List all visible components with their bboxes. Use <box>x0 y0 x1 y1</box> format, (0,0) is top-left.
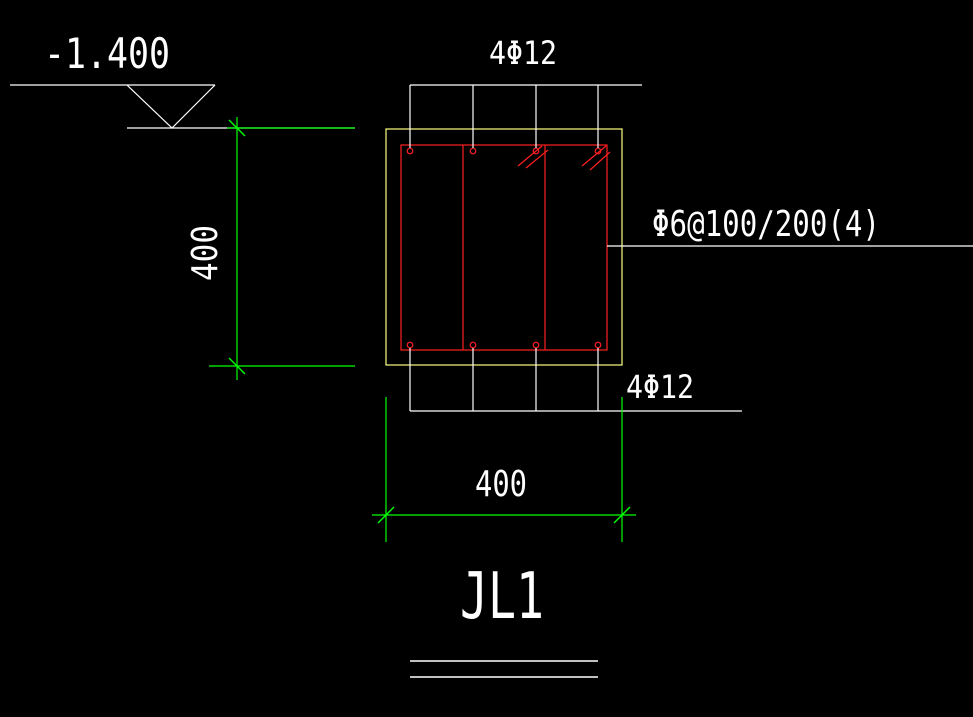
stirrup-leader: Φ6@100/200(4) <box>607 204 973 247</box>
stirrup-group <box>400 144 611 351</box>
width-tick-right <box>613 506 631 524</box>
bottom-rebar-label: 4Φ12 <box>626 368 694 406</box>
section-title: JL1 <box>460 560 544 634</box>
section-title-block: JL1 <box>410 560 598 678</box>
rebar-group <box>406 147 602 349</box>
height-dimension-label: 400 <box>185 225 226 281</box>
height-tick-bottom <box>228 357 246 375</box>
top-rebar-leader: 4Φ12 <box>409 34 642 148</box>
stirrup-hook-2 <box>525 149 549 169</box>
top-rebar-label: 4Φ12 <box>489 34 557 72</box>
width-tick-left <box>377 506 395 524</box>
bottom-rebar-3 <box>532 341 540 349</box>
bottom-rebar-2 <box>469 341 477 349</box>
top-rebar-4 <box>594 147 602 155</box>
width-dimension-label: 400 <box>475 464 527 505</box>
stirrup-label: Φ6@100/200(4) <box>652 204 880 245</box>
outer-stirrup <box>400 144 608 351</box>
bottom-rebar-1 <box>406 341 414 349</box>
height-dimension: 400 <box>185 117 355 380</box>
stirrup-hook-4 <box>589 151 611 171</box>
top-rebar-2 <box>469 147 477 155</box>
top-rebar-3 <box>532 147 540 155</box>
elevation-label: -1.400 <box>44 29 170 78</box>
bottom-rebar-4 <box>594 341 602 349</box>
width-dimension: 400 <box>372 397 636 542</box>
elevation-triangle-symbol <box>126 84 216 129</box>
elevation-marker: -1.400 <box>10 29 355 129</box>
bottom-rebar-leader: 4Φ12 <box>409 348 742 412</box>
stirrup-hook-3 <box>581 145 607 167</box>
concrete-section-outline <box>385 128 623 366</box>
height-tick-top <box>228 119 246 137</box>
top-rebar-1 <box>406 147 414 155</box>
